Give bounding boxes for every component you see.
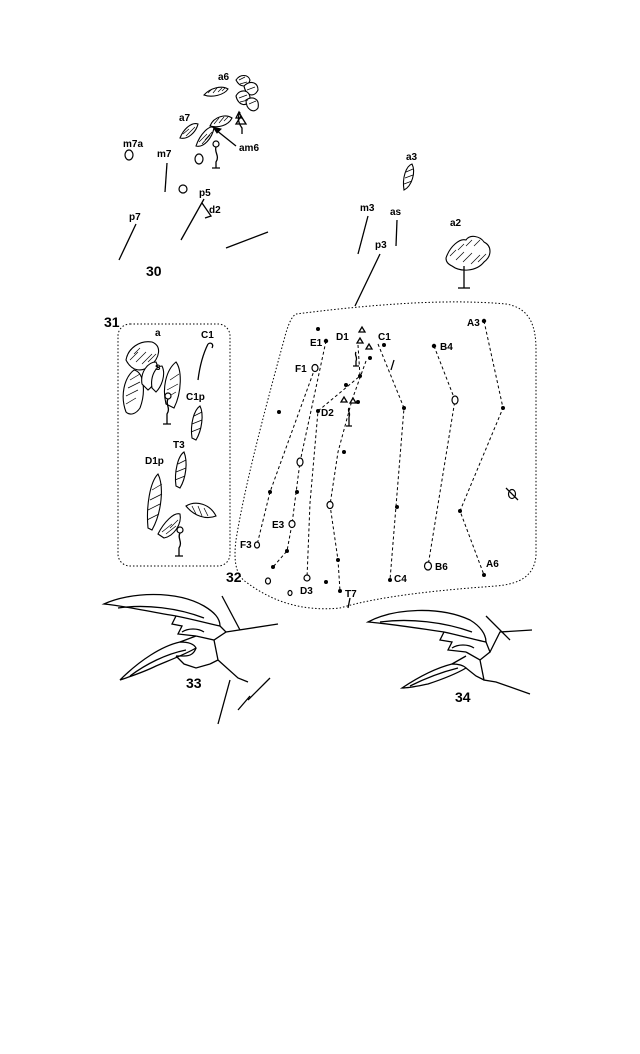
label-E1: E1: [310, 338, 323, 349]
label-A3: A3: [467, 318, 480, 329]
figure-number-32: 32: [226, 569, 242, 585]
label-as: as: [390, 207, 402, 218]
figure-31: 31: [104, 314, 231, 567]
label-D2: D2: [321, 408, 334, 419]
label-c1p: C1p: [186, 392, 205, 403]
scale-t3: [174, 451, 187, 489]
label-d1p: D1p: [145, 456, 164, 467]
label-p3: p3: [375, 240, 387, 251]
scale-a7: [179, 123, 199, 139]
figure-30: a6 a7 am6 m7a m7 p5 d2 p7 30: [118, 72, 269, 279]
label-C1-32: C1: [378, 332, 391, 343]
label-a3: a3: [406, 152, 418, 163]
label-A6: A6: [486, 559, 499, 570]
label-t3: T3: [173, 440, 185, 451]
label-D3: D3: [300, 586, 313, 597]
scale-cluster: [234, 74, 259, 134]
label-F1: F1: [295, 364, 307, 375]
figure-chaetotaxy-right: a3 m3 as p3 a2: [354, 152, 491, 307]
sensilla-triangles: [339, 325, 374, 404]
label-am6: am6: [239, 143, 259, 154]
label-m7: m7: [157, 149, 172, 160]
label-B6: B6: [435, 562, 448, 573]
label-c1: C1: [201, 330, 214, 341]
scale-c1p: [190, 405, 203, 441]
label-m3: m3: [360, 203, 375, 214]
figure-number-30: 30: [146, 263, 162, 279]
label-d2: d2: [209, 205, 221, 216]
scale-lower: [157, 513, 181, 539]
label-C4: C4: [394, 574, 407, 585]
scale-lower-right: [185, 502, 217, 519]
label-p5: p5: [199, 188, 211, 199]
figure-number-34: 34: [455, 689, 471, 705]
figure-33: 33: [101, 593, 279, 725]
scale-a6: [203, 86, 229, 97]
scale-a3: [402, 163, 415, 191]
scale-s: [122, 361, 165, 415]
figure-34: 34: [365, 609, 533, 705]
setal-dots: [268, 318, 505, 593]
scale-am6: [195, 115, 233, 147]
label-a: a: [155, 328, 161, 339]
scale-d1p: [146, 473, 163, 531]
label-B4: B4: [440, 342, 453, 353]
socket-m7a: [124, 149, 134, 161]
scale-a: [125, 341, 160, 371]
label-p7: p7: [129, 212, 141, 223]
figure-number-33: 33: [186, 675, 202, 691]
label-E3: E3: [272, 520, 285, 531]
figure-32-frame: [234, 301, 537, 610]
label-s: s: [155, 362, 161, 373]
label-a2: a2: [450, 218, 462, 229]
label-F3: F3: [240, 540, 252, 551]
label-a7: a7: [179, 113, 191, 124]
label-a6: a6: [218, 72, 230, 83]
scale-a2: [445, 235, 491, 289]
setal-sockets: [253, 363, 519, 597]
figure-number-31: 31: [104, 314, 120, 330]
label-T7: T7: [345, 589, 357, 600]
label-m7a: m7a: [123, 139, 143, 150]
figure-32: 32: [226, 301, 537, 610]
label-D1: D1: [336, 332, 349, 343]
